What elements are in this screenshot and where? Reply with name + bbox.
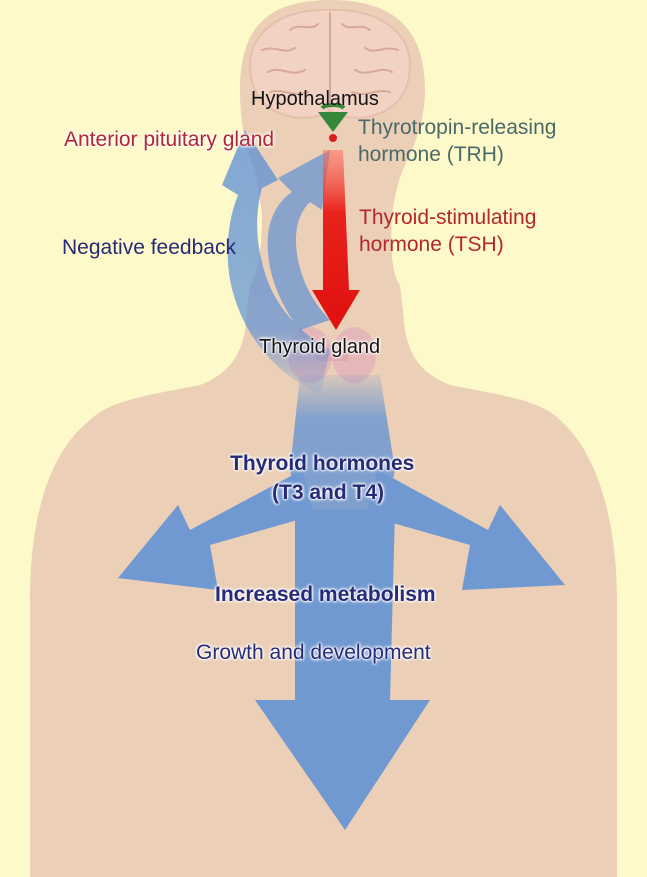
thyroid-gland-label: Thyroid gland <box>259 336 380 359</box>
trh-label-line2: hormone (TRH) <box>358 143 504 167</box>
anterior-pituitary-label: Anterior pituitary gland <box>64 128 274 152</box>
pituitary-dot <box>329 134 337 142</box>
hypothalamus-label: Hypothalamus <box>251 88 379 111</box>
negative-feedback-label: Negative feedback <box>62 236 236 260</box>
increased-metabolism-label: Increased metabolism <box>215 583 436 607</box>
thyroid-hormones-label-line1: Thyroid hormones <box>230 452 414 476</box>
thyroid-hormones-label-line2: (T3 and T4) <box>272 481 384 505</box>
growth-development-label: Growth and development <box>196 641 431 665</box>
tsh-label-line2: hormone (TSH) <box>359 233 504 257</box>
trh-label-line1: Thyrotropin-releasing <box>358 116 556 140</box>
tsh-label-line1: Thyroid-stimulating <box>359 206 536 230</box>
